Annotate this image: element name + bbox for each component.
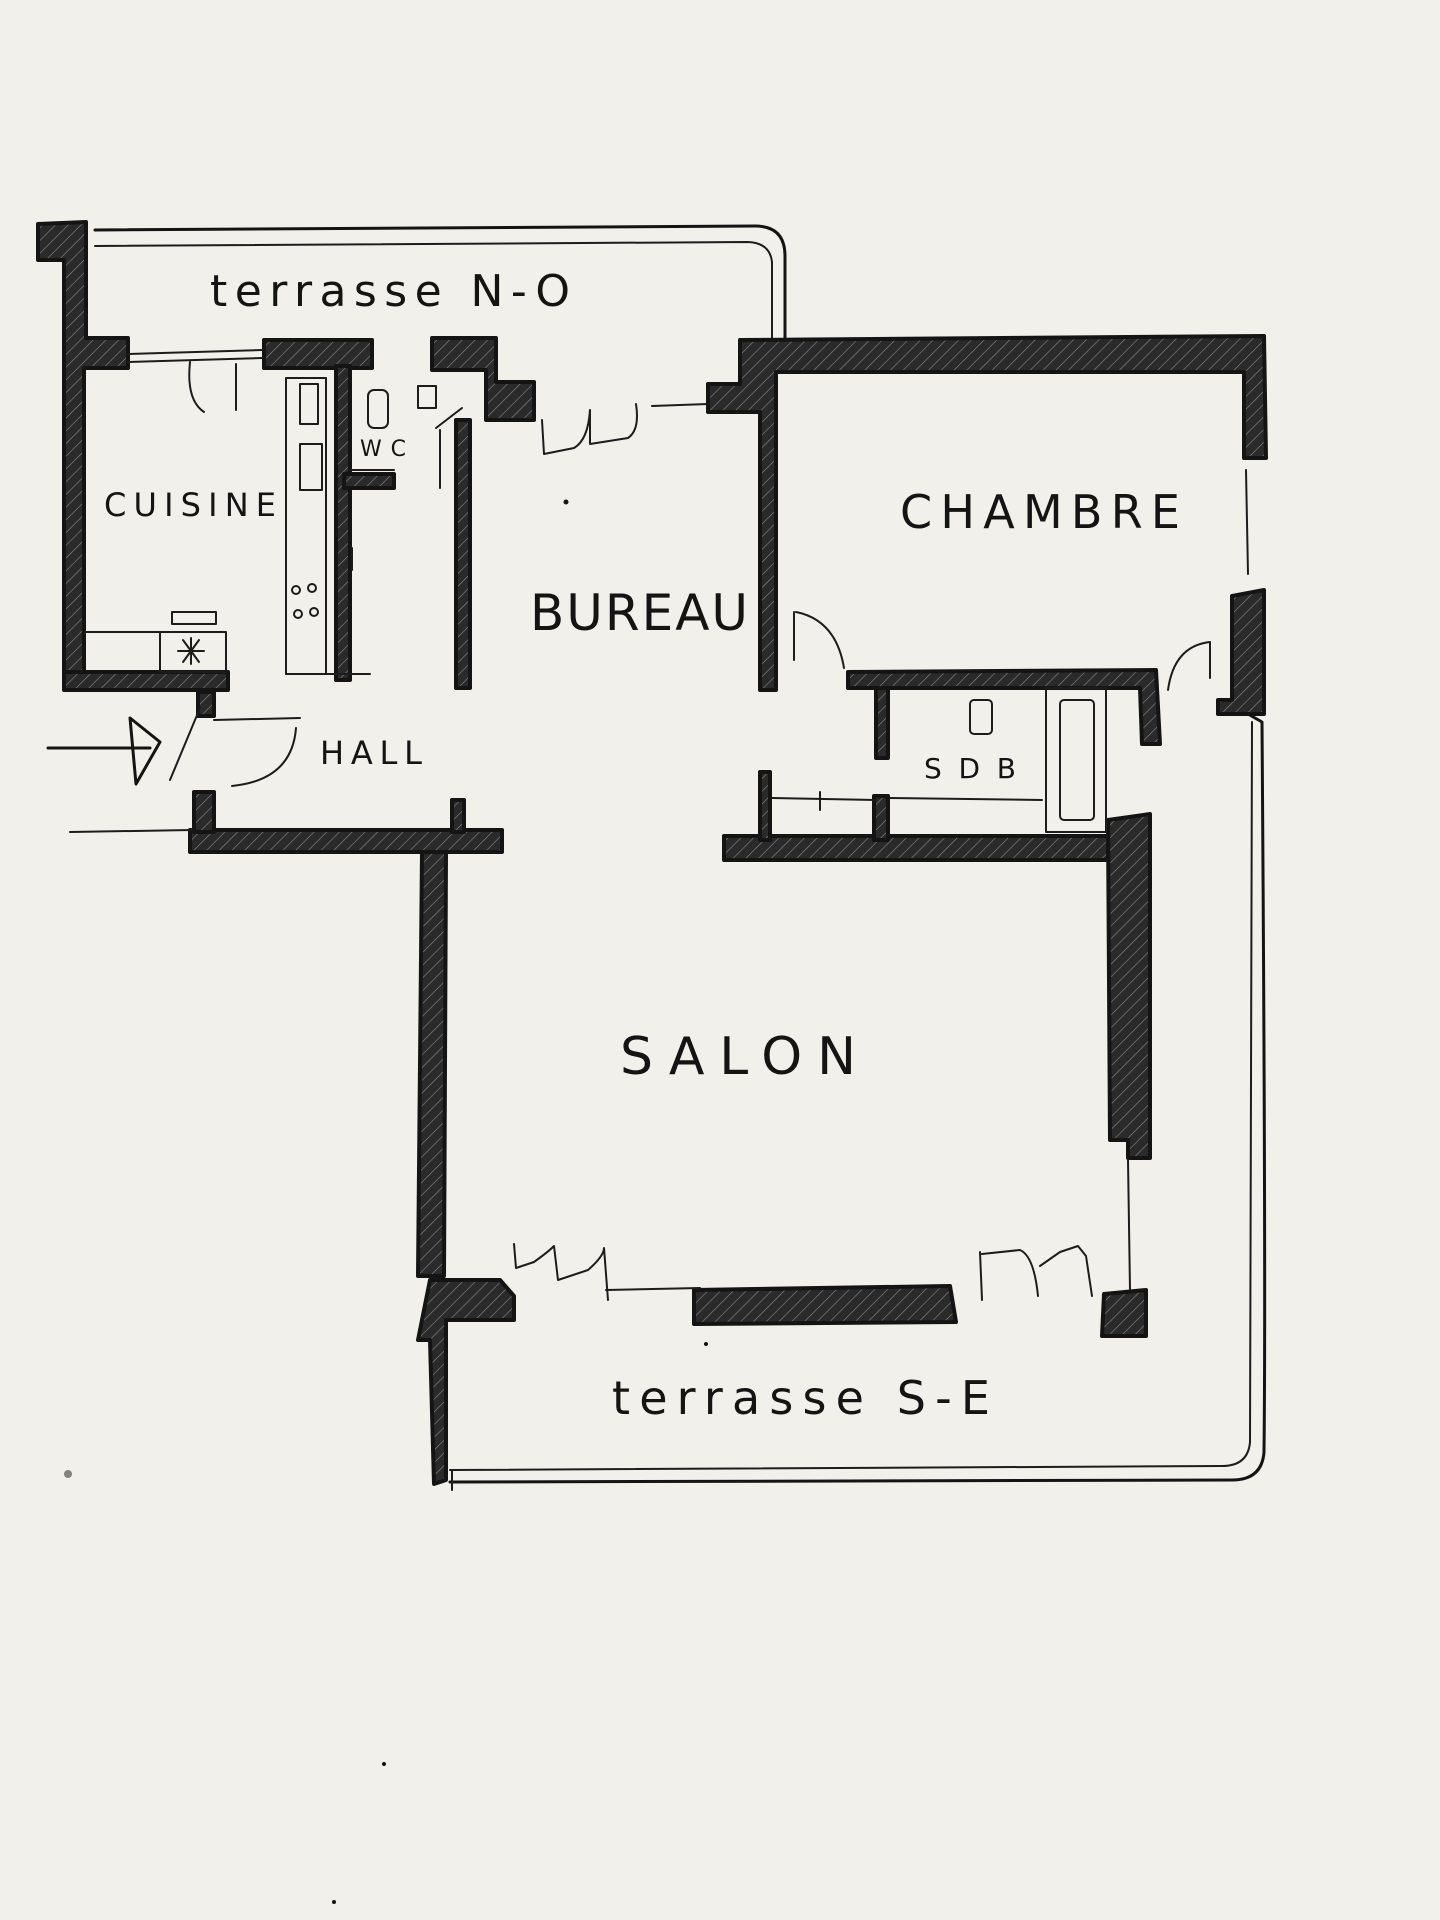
wall-corridor-right: [454, 418, 472, 690]
wall-entrance-stub: [192, 790, 216, 834]
terrasse-no-railing: [93, 224, 787, 340]
wall-northwest-corner: [36, 220, 130, 674]
wall-north-stub-1: [262, 338, 374, 370]
wall-sdb-north: [846, 668, 1162, 746]
sdb-toilet-icon: [969, 699, 993, 735]
exterior-wall-line: [69, 829, 193, 833]
kitchen-sink-2: [299, 443, 323, 491]
wall-salon-south-center: [692, 1284, 958, 1326]
kitchen-counter: [285, 377, 327, 675]
sdb-lower-line: [889, 797, 1043, 801]
pencil-speck: [382, 1762, 386, 1766]
wall-wc-lower: [342, 472, 396, 490]
bureau-door-swing: [793, 611, 845, 669]
wall-north-stub-2: [430, 336, 536, 422]
pencil-speck: [332, 1900, 336, 1904]
room-label-chambre: CHAMBRE: [900, 485, 1180, 539]
wall-bureau-east: [706, 334, 1268, 692]
wall-salon-north-stub: [758, 770, 772, 842]
entrance-door-swing: [213, 717, 301, 787]
entrance-jamb-line: [169, 707, 201, 781]
room-label-cuisine: CUISINE: [104, 486, 276, 524]
wall-sdb-left: [874, 686, 890, 760]
stove-burner-1: [291, 585, 301, 595]
wc-sink-icon: [417, 385, 437, 409]
room-label-terrasse-no: terrasse N-O: [210, 266, 570, 317]
stove-burner-4: [309, 607, 319, 617]
toilet-icon: [367, 389, 389, 429]
wall-salon-north: [722, 834, 1110, 862]
wall-chambre-east: [1216, 588, 1266, 716]
wall-wc-partition: [334, 364, 352, 682]
salon-door-left: [513, 1243, 701, 1301]
wall-salon-southwest: [416, 1278, 516, 1486]
terrasse-se-railing: [448, 712, 1267, 1484]
kitchen-window: [127, 349, 263, 355]
pencil-speck: [64, 1470, 72, 1478]
wall-salon-east: [1106, 812, 1152, 1160]
room-label-wc: WC: [360, 437, 406, 462]
wall-salon-southeast-post: [1100, 1288, 1148, 1338]
wall-hall-stub: [450, 798, 466, 834]
bathtub: [1045, 687, 1107, 833]
wall-hall-south: [188, 828, 504, 854]
wall-sdb-door-jamb: [872, 794, 890, 842]
wall-salon-west: [416, 850, 448, 1278]
salon-east-window: [1127, 1159, 1131, 1291]
pencil-speck: [704, 1342, 708, 1346]
arrow-right-icon: [46, 716, 162, 786]
salon-door-right: [979, 1245, 1093, 1301]
kitchen-appliance: [159, 631, 227, 673]
stove-burner-3: [293, 609, 303, 619]
stove-burner-2: [307, 583, 317, 593]
kitchen-door-swing: [188, 361, 237, 413]
wall-kitchen-south: [62, 670, 230, 692]
chambre-door-swing: [1167, 641, 1211, 691]
wall-kitchen-entry-post: [196, 690, 216, 718]
wc-door-swing: [435, 407, 463, 429]
room-label-bureau: BUREAU: [530, 584, 748, 642]
snowflake-icon: [177, 637, 205, 665]
bathtub-inner: [1059, 699, 1095, 821]
chambre-window: [1245, 469, 1249, 575]
kitchen-sink: [299, 383, 319, 425]
room-label-sdb: SDB: [924, 752, 1016, 785]
bureau-window-door: [541, 403, 709, 455]
room-label-terrasse-se: terrasse S-E: [612, 1371, 990, 1425]
kitchen-appliance-top: [171, 611, 217, 625]
sdb-door-line: [771, 797, 877, 801]
pencil-speck: [563, 499, 569, 505]
terrasse-se-railing-inner: [449, 721, 1253, 1471]
room-label-salon: SALON: [620, 1027, 856, 1087]
terrasse-no-railing-inner: [94, 241, 773, 339]
room-label-hall: HALL: [320, 734, 422, 772]
kitchen-window-2: [127, 357, 263, 363]
